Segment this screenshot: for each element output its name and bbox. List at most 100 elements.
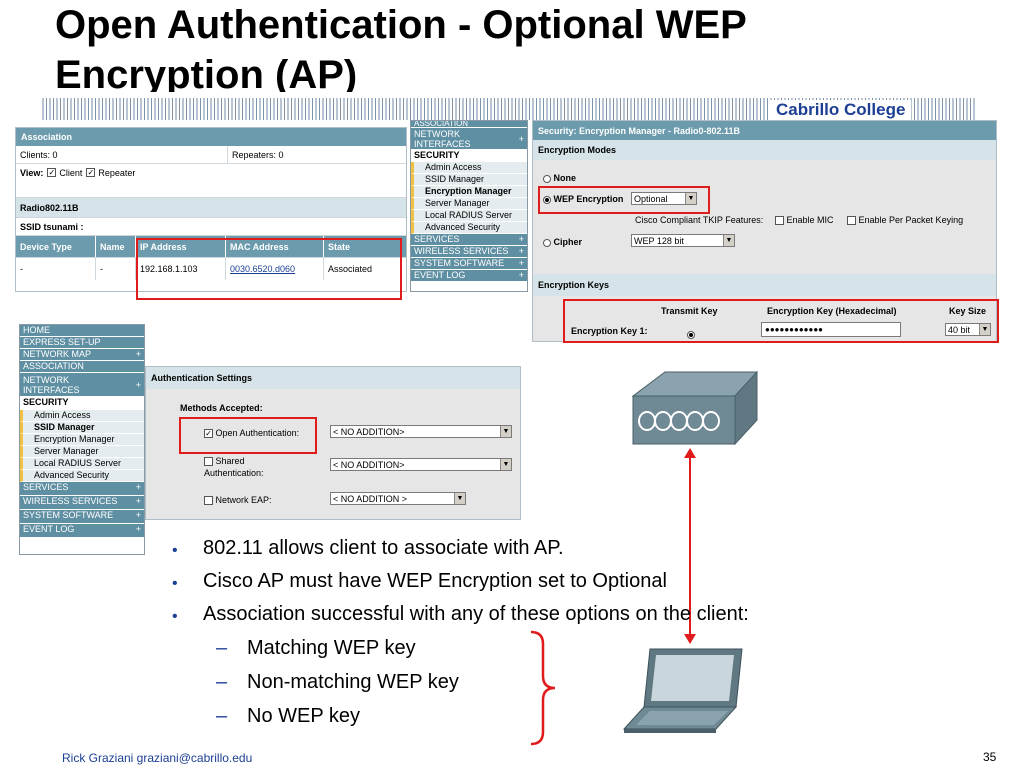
enable-ppk[interactable]: Enable Per Packet Keying <box>847 215 963 226</box>
nav-wireless-services[interactable]: WIRELESS SERVICES+ <box>20 496 144 510</box>
nav-admin-access[interactable]: Admin Access <box>411 162 527 174</box>
highlight-open-authentication <box>179 417 317 454</box>
nav-local-radius[interactable]: Local RADIUS Server <box>20 458 144 470</box>
nav-label: EXPRESS SET-UP <box>23 337 101 347</box>
bullet-dot-icon: • <box>172 575 178 592</box>
ssid-label: SSID tsunami : <box>16 218 406 236</box>
nav-server-manager[interactable]: Server Manager <box>20 446 144 458</box>
radio-transmit-1[interactable] <box>687 330 695 339</box>
highlight-ip-mac-state <box>136 238 402 300</box>
bullet-1-text: 802.11 allows client to associate with A… <box>203 537 564 559</box>
chevron-down-icon: ▼ <box>723 235 734 246</box>
radio-cipher[interactable] <box>543 238 551 247</box>
mac-address-link[interactable]: 0030.6520.d060 <box>226 258 324 280</box>
key1-label: Encryption Key 1: <box>571 326 648 336</box>
auth-header: Authentication Settings <box>146 367 520 389</box>
nav-association[interactable]: ASSOCIATION <box>20 361 144 373</box>
nav-network-interfaces[interactable]: NETWORK INTERFACES+ <box>20 373 144 397</box>
nav-local-radius[interactable]: Local RADIUS Server <box>411 210 527 222</box>
nav-network-map[interactable]: NETWORK MAP+ <box>20 349 144 361</box>
nav-encryption-manager[interactable]: Encryption Manager <box>411 186 527 198</box>
sub-bullet-1-text: Matching WEP key <box>247 637 416 659</box>
client-checkbox[interactable]: ✓ <box>47 168 57 177</box>
nav-network-interfaces[interactable]: NETWORK INTERFACES+ <box>411 128 527 150</box>
key-size-value: 40 bit <box>948 324 971 335</box>
nav-label: HOME <box>23 325 50 335</box>
open-auth-label: Open Authentication: <box>215 428 300 438</box>
mode-cipher[interactable]: Cipher <box>543 237 582 247</box>
shared-auth-select[interactable]: < NO ADDITION>▼ <box>330 458 512 471</box>
cell-ip: 192.168.1.103 <box>136 258 226 280</box>
key1-input[interactable]: ●●●●●●●●●●●● <box>761 322 901 337</box>
bullet-2-text: Cisco AP must have WEP Encryption set to… <box>203 570 667 592</box>
network-eap-select[interactable]: < NO ADDITION >▼ <box>330 492 466 505</box>
cipher-value: WEP 128 bit <box>634 235 684 246</box>
bullet-1: • <box>172 538 178 561</box>
col-transmit-key: Transmit Key <box>661 306 718 316</box>
open-auth-value: < NO ADDITION> <box>333 426 405 437</box>
repeater-checkbox[interactable]: ✓ <box>86 168 96 177</box>
nav-security[interactable]: SECURITY <box>20 397 144 410</box>
clients-count: Clients: 0 <box>16 146 228 163</box>
sub-bullet-3-text: No WEP key <box>247 705 360 727</box>
nav-ssid-manager[interactable]: SSID Manager <box>20 422 144 434</box>
open-auth-select[interactable]: < NO ADDITION>▼ <box>330 425 512 438</box>
radio-wep[interactable] <box>543 195 551 204</box>
network-eap-label: Network EAP: <box>215 495 272 505</box>
nav-label: WIRELESS SERVICES <box>23 496 118 506</box>
network-eap-checkbox[interactable] <box>204 496 213 506</box>
wep-mode-select[interactable]: Optional▼ <box>631 192 697 205</box>
plus-icon: + <box>135 482 141 492</box>
radio-none[interactable] <box>543 174 551 183</box>
radio-header: Radio802.11B <box>16 198 406 218</box>
ppk-checkbox[interactable] <box>847 216 856 226</box>
bullet-3-text: Association successful with any of these… <box>203 603 749 625</box>
key-size-select[interactable]: 40 bit▼ <box>945 323 991 336</box>
nav-event-log[interactable]: EVENT LOG+ <box>20 524 144 538</box>
col-encryption-key: Encryption Key (Hexadecimal) <box>767 306 897 316</box>
nav-association[interactable]: ASSOCIATION <box>411 121 527 128</box>
nav-home[interactable]: HOME <box>20 325 144 337</box>
bullet-3: • <box>172 604 178 627</box>
nav-services[interactable]: SERVICES+ <box>20 482 144 496</box>
nav-express-setup[interactable]: EXPRESS SET-UP <box>20 337 144 349</box>
open-auth-checkbox[interactable]: ✓ <box>204 429 213 439</box>
nav-security[interactable]: SECURITY <box>411 150 527 162</box>
nav-server-manager[interactable]: Server Manager <box>411 198 527 210</box>
nav-services[interactable]: SERVICES+ <box>411 234 527 246</box>
plus-icon: + <box>135 510 141 520</box>
nav-admin-access[interactable]: Admin Access <box>20 410 144 422</box>
mode-none[interactable]: None <box>543 173 576 183</box>
nav-wireless-services[interactable]: WIRELESS SERVICES+ <box>411 246 527 258</box>
nav-label: Encryption Manager <box>34 434 115 444</box>
network-eap-option[interactable]: Network EAP: <box>204 495 272 506</box>
association-header: Association <box>16 128 406 146</box>
shared-auth-checkbox[interactable] <box>204 457 213 467</box>
access-point-icon <box>631 370 759 446</box>
authentication-settings-panel: Authentication Settings Methods Accepted… <box>145 366 521 520</box>
nav-advanced-security[interactable]: Advanced Security <box>20 470 144 482</box>
nav-ssid-manager[interactable]: SSID Manager <box>411 174 527 186</box>
nav-encryption-manager[interactable]: Encryption Manager <box>20 434 144 446</box>
nav-system-software[interactable]: SYSTEM SOFTWARE+ <box>20 510 144 524</box>
enable-mic[interactable]: Enable MIC <box>775 215 834 226</box>
nav-label: Encryption Manager <box>425 186 512 196</box>
encryption-keys-header: Encryption Keys <box>533 274 996 296</box>
nav-event-log[interactable]: EVENT LOG+ <box>411 270 527 282</box>
mode-wep[interactable]: WEP Encryption <box>543 194 623 204</box>
footer-author: Rick Graziani graziani@cabrillo.edu <box>62 751 253 765</box>
open-auth-option[interactable]: ✓ Open Authentication: <box>204 428 300 439</box>
tkip-label: Cisco Compliant TKIP Features: <box>635 215 764 225</box>
col-ip-address: IP Address <box>136 236 226 257</box>
nav-label: SECURITY <box>23 397 69 407</box>
transmit-key-radio[interactable] <box>687 326 695 344</box>
cell-state: Associated <box>328 264 373 274</box>
nav-label: Local RADIUS Server <box>425 210 513 220</box>
cipher-select[interactable]: WEP 128 bit ▼ <box>631 234 735 247</box>
nav-label: SSID Manager <box>34 422 95 432</box>
mic-checkbox[interactable] <box>775 216 784 226</box>
shared-auth-label: Shared <box>215 456 245 466</box>
nav-system-software[interactable]: SYSTEM SOFTWARE+ <box>411 258 527 270</box>
nav-advanced-security[interactable]: Advanced Security <box>411 222 527 234</box>
